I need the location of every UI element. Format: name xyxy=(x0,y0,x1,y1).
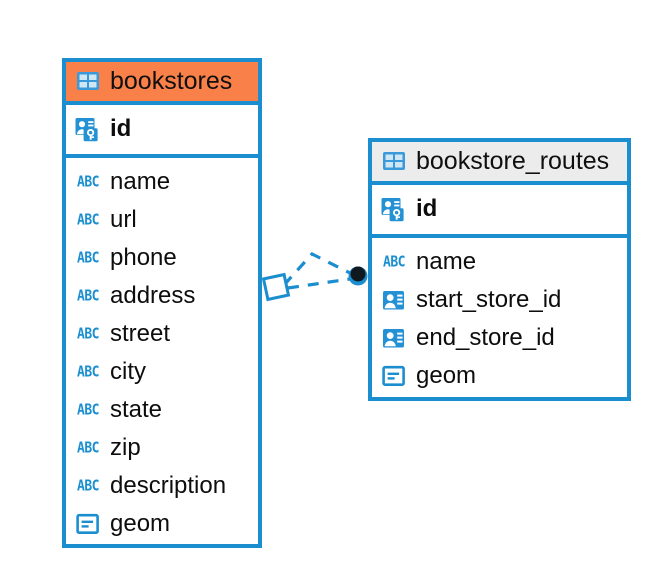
field-row-bookstores-zip[interactable]: ABC zip xyxy=(75,429,249,467)
text-type-icon-label: ABC xyxy=(77,439,99,457)
primary-key-icon xyxy=(75,116,101,142)
field-label: end_store_id xyxy=(416,324,555,351)
text-type-icon-label: ABC xyxy=(383,253,405,271)
field-label: street xyxy=(110,320,171,347)
entity-table-bookstore-routes[interactable]: bookstore_routes xyxy=(368,138,631,401)
entity-header-bookstore-routes[interactable]: bookstore_routes xyxy=(372,142,627,181)
field-row-bookstores-city[interactable]: ABC city xyxy=(75,353,249,391)
text-type-icon: ABC xyxy=(75,435,101,461)
text-type-icon-label: ABC xyxy=(77,249,99,267)
field-section-bookstores: ABC name ABC url ABC phone ABC address A… xyxy=(66,158,258,550)
field-label: id xyxy=(110,115,132,142)
text-type-icon-label: ABC xyxy=(77,325,99,343)
field-label: city xyxy=(110,358,146,385)
text-type-icon-label: ABC xyxy=(77,287,99,305)
text-type-icon-label: ABC xyxy=(77,363,99,381)
text-type-icon: ABC xyxy=(75,397,101,423)
field-row-bookstore-routes-geom[interactable]: geom xyxy=(381,357,618,395)
text-type-icon: ABC xyxy=(75,321,101,347)
field-label: start_store_id xyxy=(416,286,562,313)
field-row-bookstores-url[interactable]: ABC url xyxy=(75,201,249,239)
relationship-target-dot-icon xyxy=(348,266,368,286)
text-type-icon: ABC xyxy=(75,207,101,233)
text-type-icon: ABC xyxy=(75,359,101,385)
entity-header-bookstores[interactable]: bookstores xyxy=(66,62,258,101)
primary-key-icon xyxy=(381,196,407,222)
field-row-bookstores-id[interactable]: id xyxy=(75,110,249,148)
geometry-type-icon xyxy=(381,363,407,389)
field-row-bookstores-street[interactable]: ABC street xyxy=(75,315,249,353)
foreign-key-icon xyxy=(381,287,407,313)
relationship-line-upper xyxy=(282,252,353,287)
table-icon xyxy=(75,68,101,94)
field-row-bookstores-description[interactable]: ABC description xyxy=(75,467,249,505)
entity-title-bookstore-routes: bookstore_routes xyxy=(416,146,610,175)
entity-title-bookstores: bookstores xyxy=(110,66,233,95)
field-row-bookstores-state[interactable]: ABC state xyxy=(75,391,249,429)
text-type-icon: ABC xyxy=(75,245,101,271)
text-type-icon: ABC xyxy=(75,473,101,499)
text-type-icon: ABC xyxy=(75,283,101,309)
text-type-icon: ABC xyxy=(75,169,101,195)
field-label: description xyxy=(110,472,227,499)
field-label: name xyxy=(110,168,171,195)
relationship-source-diamond-icon xyxy=(261,272,291,302)
text-type-icon-label: ABC xyxy=(77,401,99,419)
field-label: address xyxy=(110,282,196,309)
field-row-bookstores-phone[interactable]: ABC phone xyxy=(75,239,249,277)
text-type-icon-label: ABC xyxy=(77,477,99,495)
pk-section-bookstore-routes: id xyxy=(372,181,627,238)
field-label: geom xyxy=(110,510,171,537)
text-type-icon: ABC xyxy=(381,249,407,275)
field-label: geom xyxy=(416,362,477,389)
text-type-icon-label: ABC xyxy=(77,173,99,191)
field-label: phone xyxy=(110,244,177,271)
pk-section-bookstores: id xyxy=(66,101,258,158)
field-label: url xyxy=(110,206,137,233)
text-type-icon-label: ABC xyxy=(77,211,99,229)
table-icon xyxy=(381,148,407,174)
foreign-key-icon xyxy=(381,325,407,351)
field-row-bookstores-name[interactable]: ABC name xyxy=(75,163,249,201)
field-section-bookstore-routes: ABC name start_store_id xyxy=(372,238,627,402)
field-label: zip xyxy=(110,434,141,461)
field-row-bookstores-address[interactable]: ABC address xyxy=(75,277,249,315)
relationship-line-lower xyxy=(287,277,351,290)
field-label: id xyxy=(416,195,438,222)
field-row-bookstore-routes-start-store-id[interactable]: start_store_id xyxy=(381,281,618,319)
field-label: state xyxy=(110,396,163,423)
field-row-bookstores-geom[interactable]: geom xyxy=(75,505,249,543)
field-row-bookstore-routes-id[interactable]: id xyxy=(381,190,618,228)
field-row-bookstore-routes-name[interactable]: ABC name xyxy=(381,243,618,281)
field-row-bookstore-routes-end-store-id[interactable]: end_store_id xyxy=(381,319,618,357)
geometry-type-icon xyxy=(75,511,101,537)
field-label: name xyxy=(416,248,477,275)
entity-table-bookstores[interactable]: bookstores id xyxy=(62,58,262,548)
